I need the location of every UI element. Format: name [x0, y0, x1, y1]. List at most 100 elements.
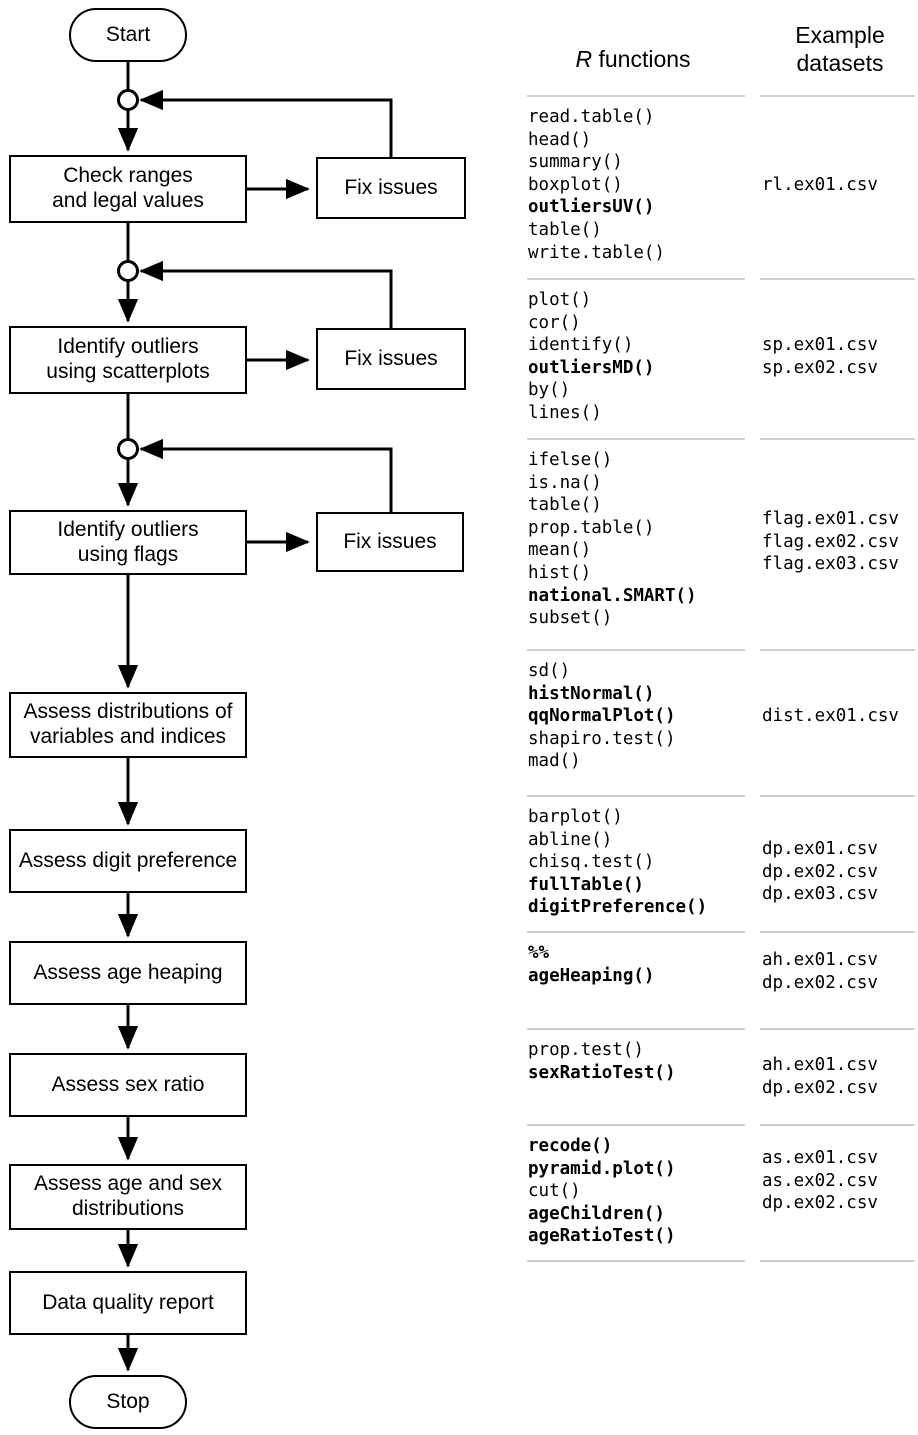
dataset-filename: as.ex01.csv — [762, 1148, 878, 1168]
node-label: Identify outliers using flags — [57, 517, 199, 566]
functions-label: functions — [592, 46, 691, 72]
section-divider-5-datasets — [760, 795, 915, 797]
section-divider-3-datasets — [760, 438, 915, 440]
section-divider-4-datasets — [760, 649, 915, 651]
function-list-section-2: plot()cor()identify()outliersMD()by()lin… — [528, 289, 654, 425]
function-list-section-4: sd()histNormal()qqNormalPlot()shapiro.te… — [528, 660, 676, 773]
node-label: Assess distributions of variables and in… — [23, 700, 233, 748]
function-name: ageRatioTest() — [528, 1226, 676, 1247]
dataset-filename: flag.ex03.csv — [762, 554, 899, 575]
function-name: barplot() — [528, 807, 623, 827]
function-name: national.SMART() — [528, 585, 697, 606]
node-label: Check ranges and legal values — [52, 164, 204, 212]
function-name: head() — [528, 129, 592, 150]
start-terminal: Start — [69, 8, 187, 62]
dataset-filename: dp.ex02.csv — [762, 861, 878, 882]
junction-node-2 — [117, 260, 139, 282]
process-fix-issues-flags: Fix issues — [316, 512, 464, 572]
process-assess-sex-ratio: Assess sex ratio — [9, 1053, 247, 1117]
function-name: table() — [528, 219, 602, 240]
node-label: Fix issues — [344, 175, 438, 199]
function-name: lines() — [528, 402, 602, 423]
node-label: Assess age heaping — [33, 960, 223, 984]
process-assess-distributions: Assess distributions of variables and in… — [9, 692, 247, 758]
function-name: cor() — [528, 312, 581, 333]
function-name: prop.table() — [528, 517, 655, 538]
process-assess-age-heaping: Assess age heaping — [9, 941, 247, 1005]
node-label: Assess age and sex distributions — [34, 1172, 222, 1220]
node-label: Identify outliers using scatterplots — [46, 335, 210, 383]
section-divider-9-datasets — [760, 1260, 915, 1262]
function-name: hist() — [528, 562, 592, 583]
section-divider-9-functions — [527, 1260, 745, 1262]
node-label: Fix issues — [344, 346, 438, 370]
function-list-section-5: barplot()abline()chisq.test()fullTable()… — [528, 806, 707, 919]
function-name: qqNormalPlot() — [528, 706, 676, 727]
section-divider-1-functions — [527, 95, 745, 97]
function-name: ifelse() — [528, 450, 613, 470]
dataset-list-section-4: dist.ex01.csv — [762, 705, 899, 728]
node-label: Start — [105, 22, 151, 46]
function-list-section-8: recode()pyramid.plot()cut()ageChildren()… — [528, 1135, 676, 1248]
function-name: pyramid.plot() — [528, 1158, 676, 1179]
function-name: is.na() — [528, 472, 602, 493]
function-name: summary() — [528, 152, 623, 173]
function-name: %% — [528, 943, 550, 963]
function-name: chisq.test() — [528, 852, 655, 873]
function-list-section-6: %%ageHeaping() — [528, 942, 654, 987]
function-name: prop.test() — [528, 1040, 644, 1060]
section-divider-8-datasets — [760, 1124, 915, 1126]
dataset-filename: sp.ex01.csv — [762, 335, 878, 355]
dataset-filename: as.ex02.csv — [762, 1170, 878, 1191]
dataset-filename: flag.ex01.csv — [762, 509, 899, 529]
function-name: digitPreference() — [528, 897, 708, 918]
section-divider-3-functions — [527, 438, 745, 440]
section-divider-7-functions — [527, 1028, 745, 1030]
process-data-quality-report: Data quality report — [9, 1271, 247, 1335]
dataset-filename: ah.ex01.csv — [762, 950, 878, 970]
function-name: read.table() — [528, 107, 655, 127]
process-check-ranges: Check ranges and legal values — [9, 155, 247, 223]
dataset-filename: rl.ex01.csv — [762, 175, 878, 195]
flowchart-connectors — [117, 62, 393, 1372]
reference-table-panel: R functions Example datasets read.table(… — [490, 0, 918, 1435]
function-name: recode() — [528, 1136, 613, 1156]
section-divider-8-functions — [527, 1124, 745, 1126]
function-name: shapiro.test() — [528, 728, 676, 749]
junction-node-1 — [117, 89, 139, 111]
edge-fix2-loopback — [139, 260, 393, 328]
stop-terminal: Stop — [69, 1375, 187, 1429]
function-name: outliersMD() — [528, 357, 655, 378]
function-name: table() — [528, 495, 602, 516]
process-identify-outliers-flags: Identify outliers using flags — [9, 510, 247, 575]
r-italic-label: R — [575, 46, 593, 72]
function-name: ageChildren() — [528, 1203, 665, 1224]
edge-fix1-loopback — [139, 89, 393, 157]
dataset-filename: ah.ex01.csv — [762, 1055, 878, 1075]
node-label: Data quality report — [42, 1290, 214, 1314]
section-divider-6-functions — [527, 931, 745, 933]
dataset-list-section-1: rl.ex01.csv — [762, 174, 878, 197]
function-name: outliersUV() — [528, 197, 655, 218]
section-divider-6-datasets — [760, 931, 915, 933]
process-assess-digit-preference: Assess digit preference — [9, 829, 247, 893]
process-assess-age-and-sex-distributions: Assess age and sex distributions — [9, 1164, 247, 1230]
function-list-section-7: prop.test()sexRatioTest() — [528, 1039, 676, 1084]
function-name: subset() — [528, 608, 613, 629]
function-name: fullTable() — [528, 874, 644, 895]
function-name: write.table() — [528, 242, 665, 263]
edge-fix3-loopback — [139, 438, 393, 512]
process-fix-issues-scatterplots: Fix issues — [316, 328, 466, 390]
function-list-section-3: ifelse()is.na()table()prop.table()mean()… — [528, 449, 697, 630]
function-name: histNormal() — [528, 683, 655, 704]
node-label: Stop — [106, 1389, 150, 1413]
function-name: mad() — [528, 751, 581, 772]
dataset-filename: dp.ex02.csv — [762, 1077, 878, 1098]
junction-node-3 — [117, 438, 139, 460]
column-header-example-datasets: Example datasets — [795, 22, 885, 76]
dataset-filename: dp.ex02.csv — [762, 972, 878, 993]
function-name: by() — [528, 380, 571, 401]
